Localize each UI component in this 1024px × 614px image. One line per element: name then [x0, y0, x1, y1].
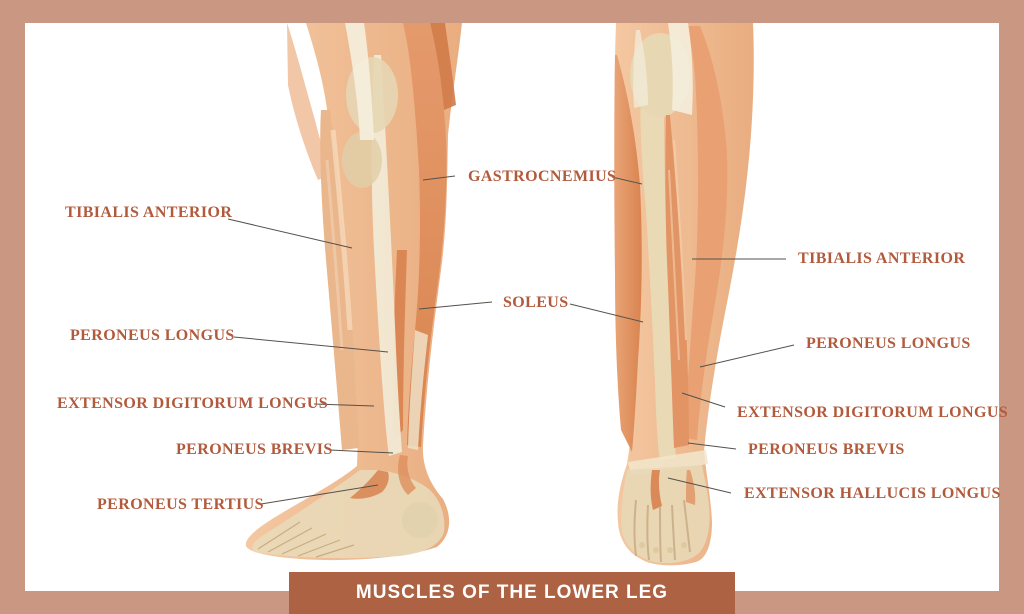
label-peroneus-brevis-left: PERONEUS BREVIS	[176, 441, 333, 458]
right-leg-figure	[614, 23, 754, 566]
leader-extensor-hallucis-longus-right	[667, 477, 732, 494]
label-peroneus-longus-right: PERONEUS LONGUS	[806, 335, 971, 352]
leader-extensor-digitorum-longus-left	[313, 403, 375, 407]
label-peroneus-longus-left: PERONEUS LONGUS	[70, 327, 235, 344]
leader-lines	[227, 175, 795, 505]
leader-gastrocnemius-to-right-leg	[611, 176, 643, 185]
label-extensor-digitorum-longus-right: EXTENSOR DIGITORUM LONGUS	[737, 404, 1009, 421]
leader-extensor-digitorum-longus-right	[681, 392, 726, 408]
leader-tibialis-anterior-left	[227, 218, 353, 249]
label-extensor-hallucis-longus-right: EXTENSOR HALLUCIS LONGUS	[744, 485, 1001, 502]
leader-soleus-to-left-leg	[418, 301, 493, 310]
leader-peroneus-brevis-left	[329, 449, 394, 454]
left-leg-figure	[245, 23, 462, 561]
label-soleus: SOLEUS	[503, 294, 569, 311]
label-gastrocnemius: GASTROCNEMIUS	[468, 168, 617, 185]
label-tibialis-anterior-right: TIBIALIS ANTERIOR	[798, 250, 966, 267]
leader-peroneus-longus-left	[233, 336, 389, 353]
leader-peroneus-brevis-right	[687, 442, 737, 450]
leader-peroneus-longus-right	[699, 344, 795, 368]
leader-soleus-to-right-leg	[569, 303, 644, 323]
label-tibialis-anterior-left: TIBIALIS ANTERIOR	[65, 204, 233, 221]
poster-title-bar: MUSCLES OF THE LOWER LEG	[289, 572, 735, 614]
label-peroneus-tertius-left: PERONEUS TERTIUS	[97, 496, 264, 513]
leader-gastrocnemius-to-left-leg	[422, 175, 456, 181]
poster-canvas	[25, 23, 999, 591]
poster-title: MUSCLES OF THE LOWER LEG	[355, 582, 669, 603]
leader-peroneus-tertius-left	[260, 484, 379, 505]
label-peroneus-brevis-right: PERONEUS BREVIS	[748, 441, 905, 458]
label-extensor-digitorum-longus-left: EXTENSOR DIGITORUM LONGUS	[57, 395, 329, 412]
